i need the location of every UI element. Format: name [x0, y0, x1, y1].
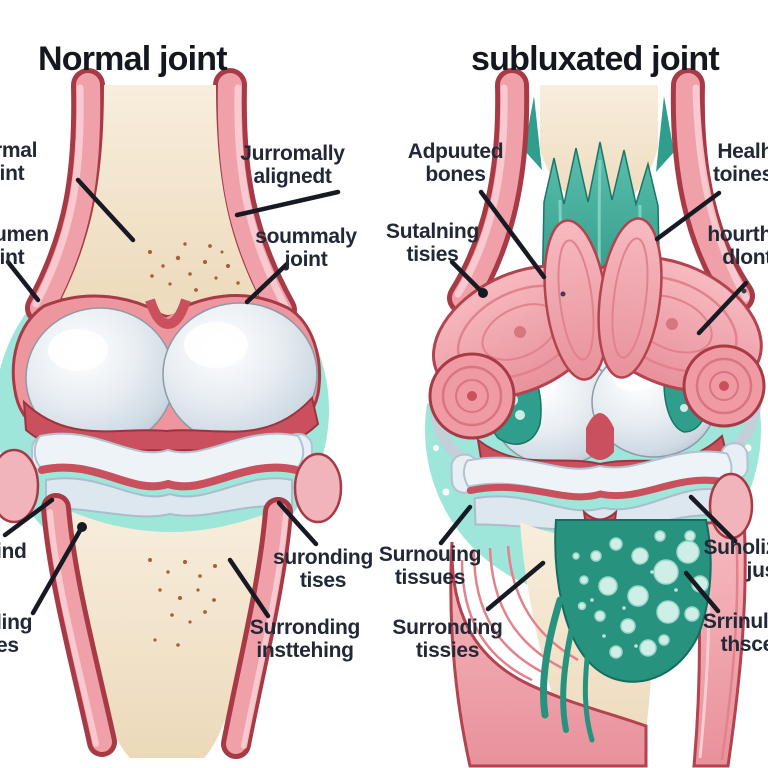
label-right-edge-bottom: Srrinuli thsce: [702, 610, 768, 656]
label-left-edge-top: rmal iint: [0, 139, 38, 185]
label-left-edge-bottom: ling es: [0, 611, 33, 657]
label-healthy-tones: Healh toines: [712, 140, 768, 186]
label-adjusted-bones: Adpuuted bones: [407, 140, 504, 186]
tibia-speckles: [148, 558, 217, 647]
leader-lines: [2, 177, 749, 619]
label-left-edge-lower: ind: [0, 540, 27, 563]
label-surrounding-tissues-left: suronding tises: [273, 546, 373, 592]
label-right-edge-upper: hourth dlont: [707, 223, 768, 269]
label-left-edge-upper: umen iint: [0, 223, 49, 269]
label-surrounding-tissues-right-lower: Surronding tissies: [392, 616, 503, 662]
right-panel-title: subluxated joint: [471, 40, 720, 78]
left-joint-figure: [0, 68, 343, 759]
label-normally-aligned: Jurromally alignedt: [240, 142, 345, 188]
label-right-edge-lower: Suholiz jus: [703, 536, 768, 582]
label-sustaining-tissues: Sutalning tisies: [386, 220, 479, 266]
femur-speckles: [148, 242, 240, 292]
label-surrounding-insertion: Surronding insttehing: [249, 616, 361, 662]
label-surrounding-tissues-right-upper: Surnouing tissues: [378, 543, 482, 589]
right-joint-figure: [425, 68, 766, 768]
left-panel-title: Normal joint: [38, 40, 228, 78]
label-normal-joint-inner: soummaly joint: [255, 225, 357, 271]
inflammation-dots: [590, 570, 678, 648]
